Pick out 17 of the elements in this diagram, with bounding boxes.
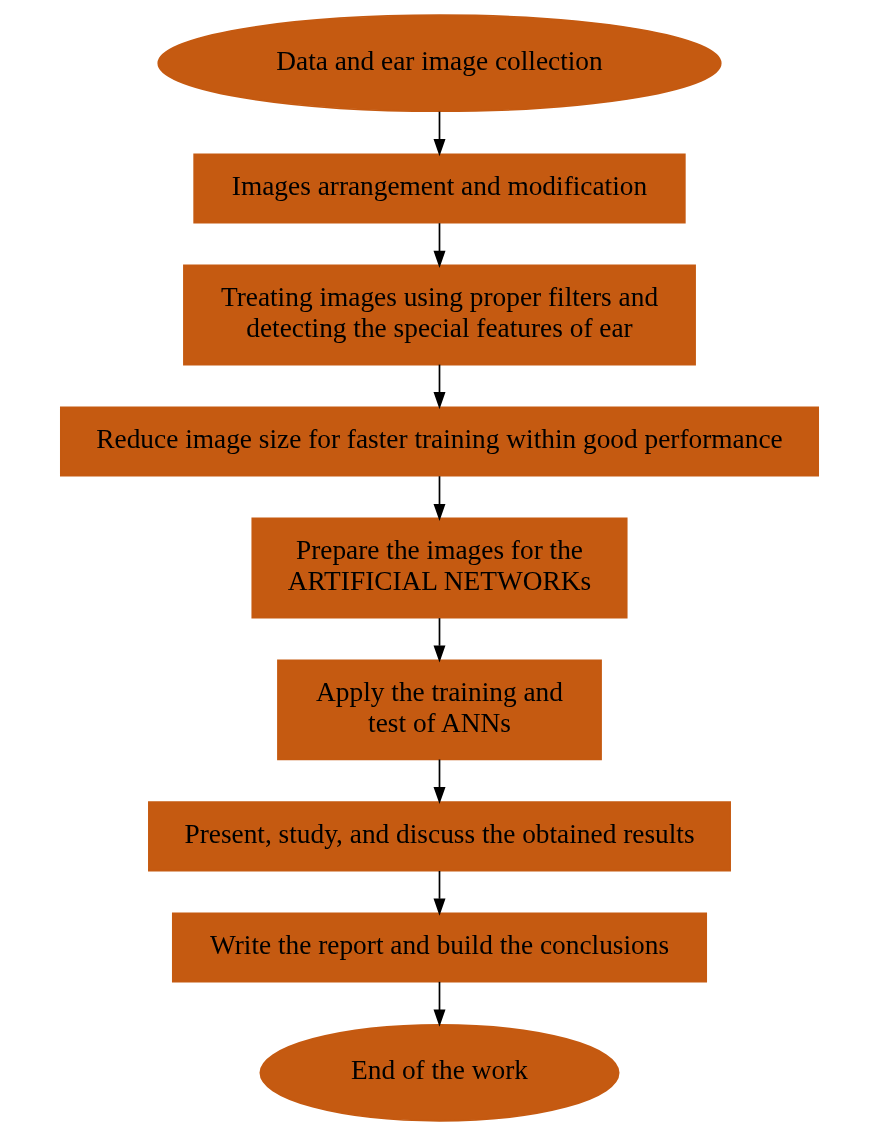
arrow	[433, 981, 445, 1027]
node-box: Present, study, and discuss the obtained results	[147, 801, 731, 872]
arrow	[433, 222, 445, 268]
arrow	[433, 363, 445, 410]
arrow	[433, 870, 445, 916]
node-ellipse: End of the work	[259, 1023, 619, 1122]
node-box: Images arrangement and modification	[192, 153, 686, 224]
node-ellipse: Data and ear image collection	[156, 14, 722, 113]
arrow	[433, 475, 445, 521]
node-box: Apply the training and test of ANNs	[276, 659, 602, 761]
arrow	[433, 110, 445, 157]
node-box: Write the report and build the conclusions	[171, 912, 707, 983]
node-box: Prepare the images for the ARTIFICIAL NETWORKs	[250, 517, 628, 619]
arrow	[433, 617, 445, 663]
arrow	[433, 758, 445, 805]
node-box: Treating images using proper filters and detecting the special features of ear	[182, 264, 696, 366]
node-box: Reduce image size for faster training within good performance	[59, 406, 819, 477]
